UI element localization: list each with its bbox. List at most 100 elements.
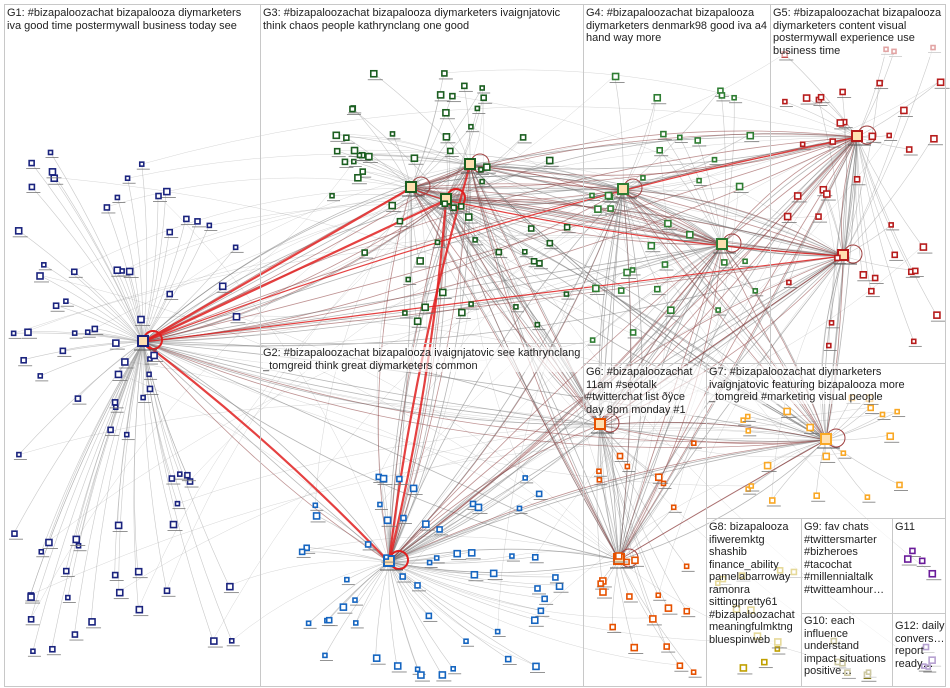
network-node [464, 213, 473, 221]
network-node [894, 408, 900, 415]
network-node [137, 315, 145, 324]
network-node [786, 279, 792, 286]
network-node [350, 146, 359, 155]
network-node [768, 497, 776, 504]
edge [599, 424, 620, 561]
edge [445, 133, 858, 201]
edge [31, 186, 144, 343]
network-node [114, 521, 123, 530]
network-node [351, 158, 357, 165]
edge [388, 548, 620, 563]
network-node [721, 259, 728, 266]
network-node [88, 618, 96, 626]
network-node [393, 662, 402, 670]
edge [335, 134, 471, 166]
network-node [457, 203, 465, 210]
hub-node [820, 433, 832, 445]
network-node [879, 411, 886, 418]
network-node [210, 637, 218, 645]
network-node [919, 243, 928, 251]
edge [388, 199, 447, 563]
network-node [400, 514, 407, 522]
network-node [138, 161, 145, 167]
edge [142, 199, 447, 343]
network-node [14, 227, 23, 235]
edge [189, 189, 624, 482]
group-label-g3: G3: #bizapaloozachat bizapalooza diymark… [263, 7, 581, 32]
edge [388, 561, 398, 666]
edge [622, 189, 844, 257]
edge [142, 341, 827, 441]
network-node [184, 471, 191, 479]
network-node [597, 580, 604, 587]
edge [771, 439, 827, 501]
network-node [744, 413, 751, 420]
network-node [530, 616, 539, 625]
network-node [631, 556, 639, 565]
network-node [614, 552, 623, 560]
network-node [414, 582, 421, 589]
edge [856, 136, 895, 255]
edge [353, 107, 412, 189]
network-node [383, 554, 390, 560]
edge [32, 341, 144, 652]
network-node [377, 501, 383, 508]
hub-node [464, 158, 476, 170]
network-node [232, 244, 239, 251]
edge [50, 152, 144, 343]
edge [747, 439, 827, 490]
network-node [468, 301, 474, 307]
hub-node [617, 183, 629, 195]
network-node [449, 92, 456, 100]
network-node [372, 654, 381, 662]
network-node [114, 194, 121, 201]
edge [856, 51, 895, 138]
network-node [876, 79, 883, 87]
network-node [783, 407, 791, 416]
network-node [414, 666, 421, 673]
edge [388, 561, 545, 599]
network-node [483, 163, 491, 171]
network-node [649, 615, 657, 623]
edge [856, 136, 909, 150]
network-node [463, 638, 469, 645]
edge [114, 341, 144, 575]
network-node [799, 141, 806, 148]
network-node [166, 228, 174, 236]
edge [118, 341, 144, 592]
network-node [596, 468, 602, 475]
network-node [125, 267, 134, 276]
edge [856, 81, 940, 138]
edge [784, 101, 858, 138]
edge [622, 180, 700, 191]
edge [62, 341, 144, 351]
network-node [461, 82, 468, 90]
network-node [305, 620, 312, 627]
edge [142, 189, 624, 343]
network-node [782, 98, 788, 105]
network-node [410, 154, 419, 163]
network-node [823, 190, 831, 198]
edge [469, 164, 924, 667]
network-node [458, 308, 466, 317]
network-node [479, 178, 485, 185]
edge [662, 133, 723, 246]
edge [388, 199, 447, 563]
network-node [864, 494, 871, 500]
network-node [531, 553, 539, 561]
edge [410, 187, 601, 426]
network-node [24, 328, 32, 337]
edge [118, 424, 601, 592]
network-node [405, 276, 412, 283]
edge [38, 274, 144, 343]
network-node [303, 544, 310, 552]
edge [751, 439, 827, 487]
edge [388, 561, 454, 669]
network-node [27, 593, 35, 601]
edge [599, 421, 827, 441]
edge [388, 561, 652, 619]
network-node [868, 287, 875, 295]
network-node [654, 285, 661, 293]
edge [856, 136, 915, 342]
edge [388, 189, 624, 563]
